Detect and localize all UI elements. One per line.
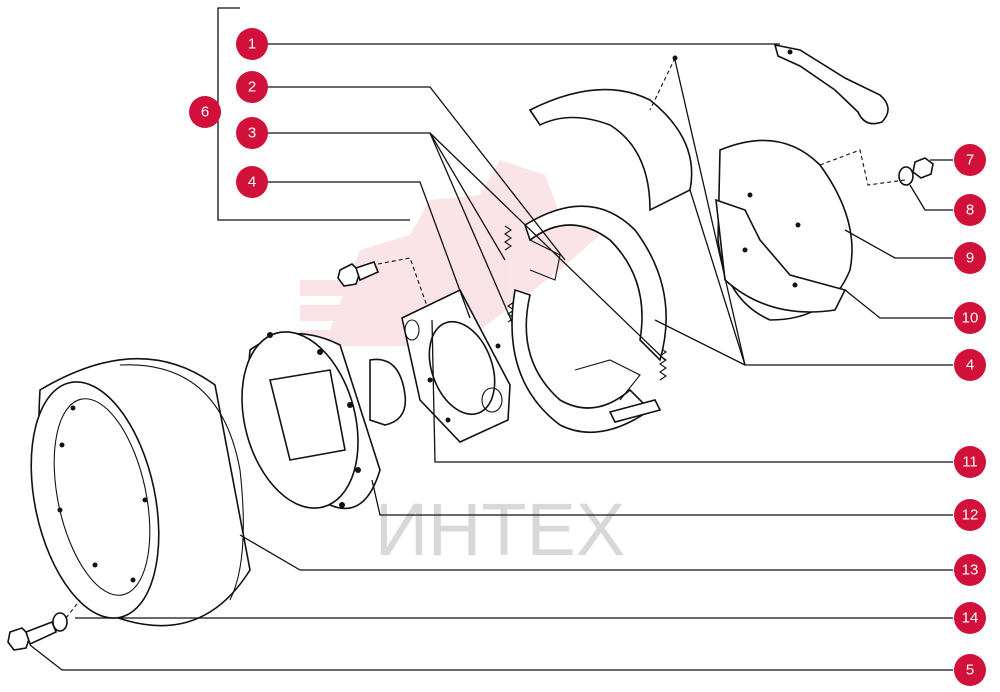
svg-text:10: 10 (962, 310, 979, 327)
svg-text:14: 14 (962, 610, 979, 627)
washer-8 (898, 166, 914, 186)
hub-flange (241, 331, 407, 510)
brake-lining (528, 88, 693, 212)
watermark-text: ИНТЕХ (375, 488, 626, 571)
callout-13: 13 (954, 554, 986, 586)
backing-plate (401, 288, 511, 443)
svg-text:3: 3 (248, 125, 256, 142)
bolt-11 (337, 261, 380, 287)
svg-text:5: 5 (966, 662, 974, 679)
svg-text:7: 7 (966, 152, 974, 169)
spring-upper (504, 225, 512, 251)
svg-text:8: 8 (966, 202, 974, 219)
callout-9: 9 (954, 242, 986, 274)
callout-7: 7 (954, 144, 986, 176)
leader-lines (29, 43, 953, 671)
svg-text:4: 4 (248, 174, 256, 191)
lever-1 (773, 43, 889, 125)
callout-1: 1 (236, 28, 268, 60)
svg-text:11: 11 (962, 454, 978, 471)
callout-14: 14 (954, 602, 986, 634)
callout-8: 8 (954, 194, 986, 226)
svg-text:9: 9 (966, 250, 974, 267)
callout-6: 6 (189, 96, 221, 128)
brake-shoes-assembly (511, 205, 667, 434)
callout-5: 5 (954, 654, 986, 686)
svg-text:13: 13 (962, 562, 979, 579)
callout-4-lower: 4 (954, 349, 986, 381)
svg-text:12: 12 (962, 507, 979, 524)
callout-4-upper: 4 (236, 166, 268, 198)
callout-11: 11 (954, 446, 986, 478)
nut-7 (912, 157, 934, 179)
svg-text:2: 2 (248, 79, 256, 96)
callout-2: 2 (236, 71, 268, 103)
svg-text:1: 1 (248, 36, 256, 53)
brake-drum (30, 357, 251, 627)
callout-10: 10 (954, 302, 986, 334)
svg-text:6: 6 (201, 104, 209, 121)
callout-12: 12 (954, 499, 986, 531)
svg-text:4: 4 (966, 357, 974, 374)
washer-14 (52, 612, 68, 632)
bolt-5 (7, 620, 58, 651)
dust-shield (715, 139, 853, 321)
spring-lower (659, 347, 667, 381)
callout-3: 3 (236, 117, 268, 149)
